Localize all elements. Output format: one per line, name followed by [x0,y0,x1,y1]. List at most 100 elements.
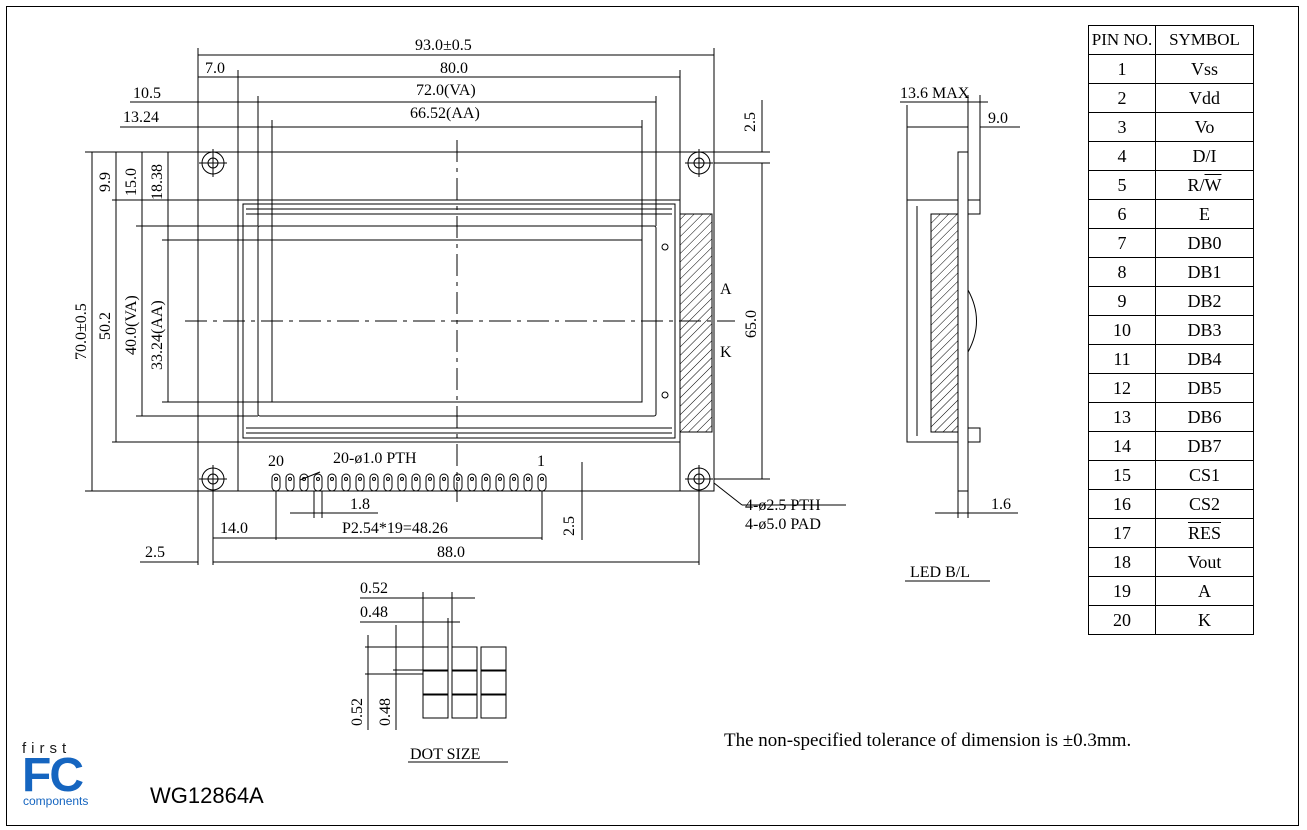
dim-dot-w-052: 0.52 [360,580,388,597]
pin-pad [467,473,477,492]
dim-dot-h-052: 0.52 [349,698,366,726]
pin-pad [313,473,323,492]
pin-symbol: K [1155,605,1254,635]
pin-symbol-text: DB1 [1187,261,1222,282]
label-pin-1: 1 [537,453,545,470]
pin-number: 20 [1088,605,1156,635]
pin-symbol-text: Vo [1194,116,1215,137]
pin-symbol: DB4 [1155,344,1254,374]
pin-pad [285,473,295,492]
model-number: WG12864A [150,783,264,808]
pin-symbol: DB0 [1155,228,1254,258]
pin-symbol-text: A [1198,580,1211,601]
pin-pad [439,473,449,492]
logo-first: first [22,740,72,757]
label-pin-20: 20 [268,453,284,470]
dim-pin-pitch: P2.54*19=48.26 [342,520,448,537]
dim-holes-note: 20-ø1.0 PTH [333,450,417,467]
drawing-frame [6,6,1299,826]
pin-symbol-overline: W [1204,174,1222,195]
pin-number: 10 [1088,315,1156,345]
table-row: 18 Vout [1088,547,1254,577]
pin-symbol: DB6 [1155,402,1254,432]
pin-pad [509,473,519,492]
dim-overall-height: 70.0±0.5 [73,303,90,360]
dim-hole-pitch-v: 65.0 [743,310,760,338]
dim-dot-h-048: 0.48 [377,698,394,726]
pin-number: 12 [1088,373,1156,403]
pin-pad [383,473,393,492]
pin-number: 18 [1088,547,1156,577]
pin-symbol: DB7 [1155,431,1254,461]
label-led-a: A [720,281,732,298]
pin-symbol: D/I [1155,141,1254,171]
pin-header [271,473,547,492]
table-row: 12 DB5 [1088,373,1254,403]
pin-symbol: DB5 [1155,373,1254,403]
pin-symbol: CS2 [1155,489,1254,519]
pin-symbol-text: DB6 [1187,406,1222,427]
dim-hole-pitch-h: 88.0 [437,544,465,561]
side-pcb [957,151,969,492]
pin-symbol: E [1155,199,1254,229]
pin-symbol: DB1 [1155,257,1254,287]
dim-top-18-38: 18.38 [149,164,166,200]
pin-symbol: DB2 [1155,286,1254,316]
pin-symbol-text: DB7 [1187,435,1222,456]
header-symbol: SYMBOL [1155,25,1254,55]
pin-number: 15 [1088,460,1156,490]
mounting-hole [199,465,227,493]
pin-number: 14 [1088,431,1156,461]
pin-pad [271,473,281,492]
pin-symbol-text: Vout [1187,551,1222,572]
pin-pad [369,473,379,492]
led-backlight [679,213,713,433]
dim-left-7: 7.0 [205,60,225,77]
table-row: 15 CS1 [1088,460,1254,490]
dim-max-thickness: 13.6 MAX [900,85,970,102]
pin-symbol: Vdd [1155,83,1254,113]
pin-symbol: Vout [1155,547,1254,577]
pin-number: 6 [1088,199,1156,229]
pin-pad [341,473,351,492]
pin-symbol-text: CS2 [1188,493,1221,514]
logo-fc: FC [22,749,84,802]
pin-symbol-text: CS1 [1188,464,1221,485]
pin-pad [495,473,505,492]
pin-symbol-overline: RES [1187,522,1221,543]
mounting-hole [199,149,227,177]
pin-pad [425,473,435,492]
dim-va-height: 40.0(VA) [123,295,140,355]
dim-h-50-2: 50.2 [97,312,114,340]
pin-number: 9 [1088,286,1156,316]
dim-pin-start: 14.0 [220,520,248,537]
dim-overall-width: 93.0±0.5 [415,37,472,54]
pin-symbol-text: E [1199,203,1210,224]
pin-pad [299,473,309,492]
dim-va-width: 72.0(VA) [416,82,476,99]
pin-symbol-text: Vss [1190,58,1218,79]
dim-top-2-5: 2.5 [742,112,759,132]
dim-dot-w-048: 0.48 [360,604,388,621]
pin-symbol-text: DB5 [1187,377,1222,398]
dim-pcb-thickness: 1.6 [991,496,1011,513]
pin-number: 4 [1088,141,1156,171]
dim-mount-holes-2: 4-ø5.0 PAD [745,516,821,533]
pin-symbol: DB3 [1155,315,1254,345]
dim-bottom-2-5: 2.5 [561,516,578,536]
pin-pad [481,473,491,492]
table-row: 19 A [1088,576,1254,606]
pin-number: 19 [1088,576,1156,606]
dim-left-10-5: 10.5 [133,85,161,102]
